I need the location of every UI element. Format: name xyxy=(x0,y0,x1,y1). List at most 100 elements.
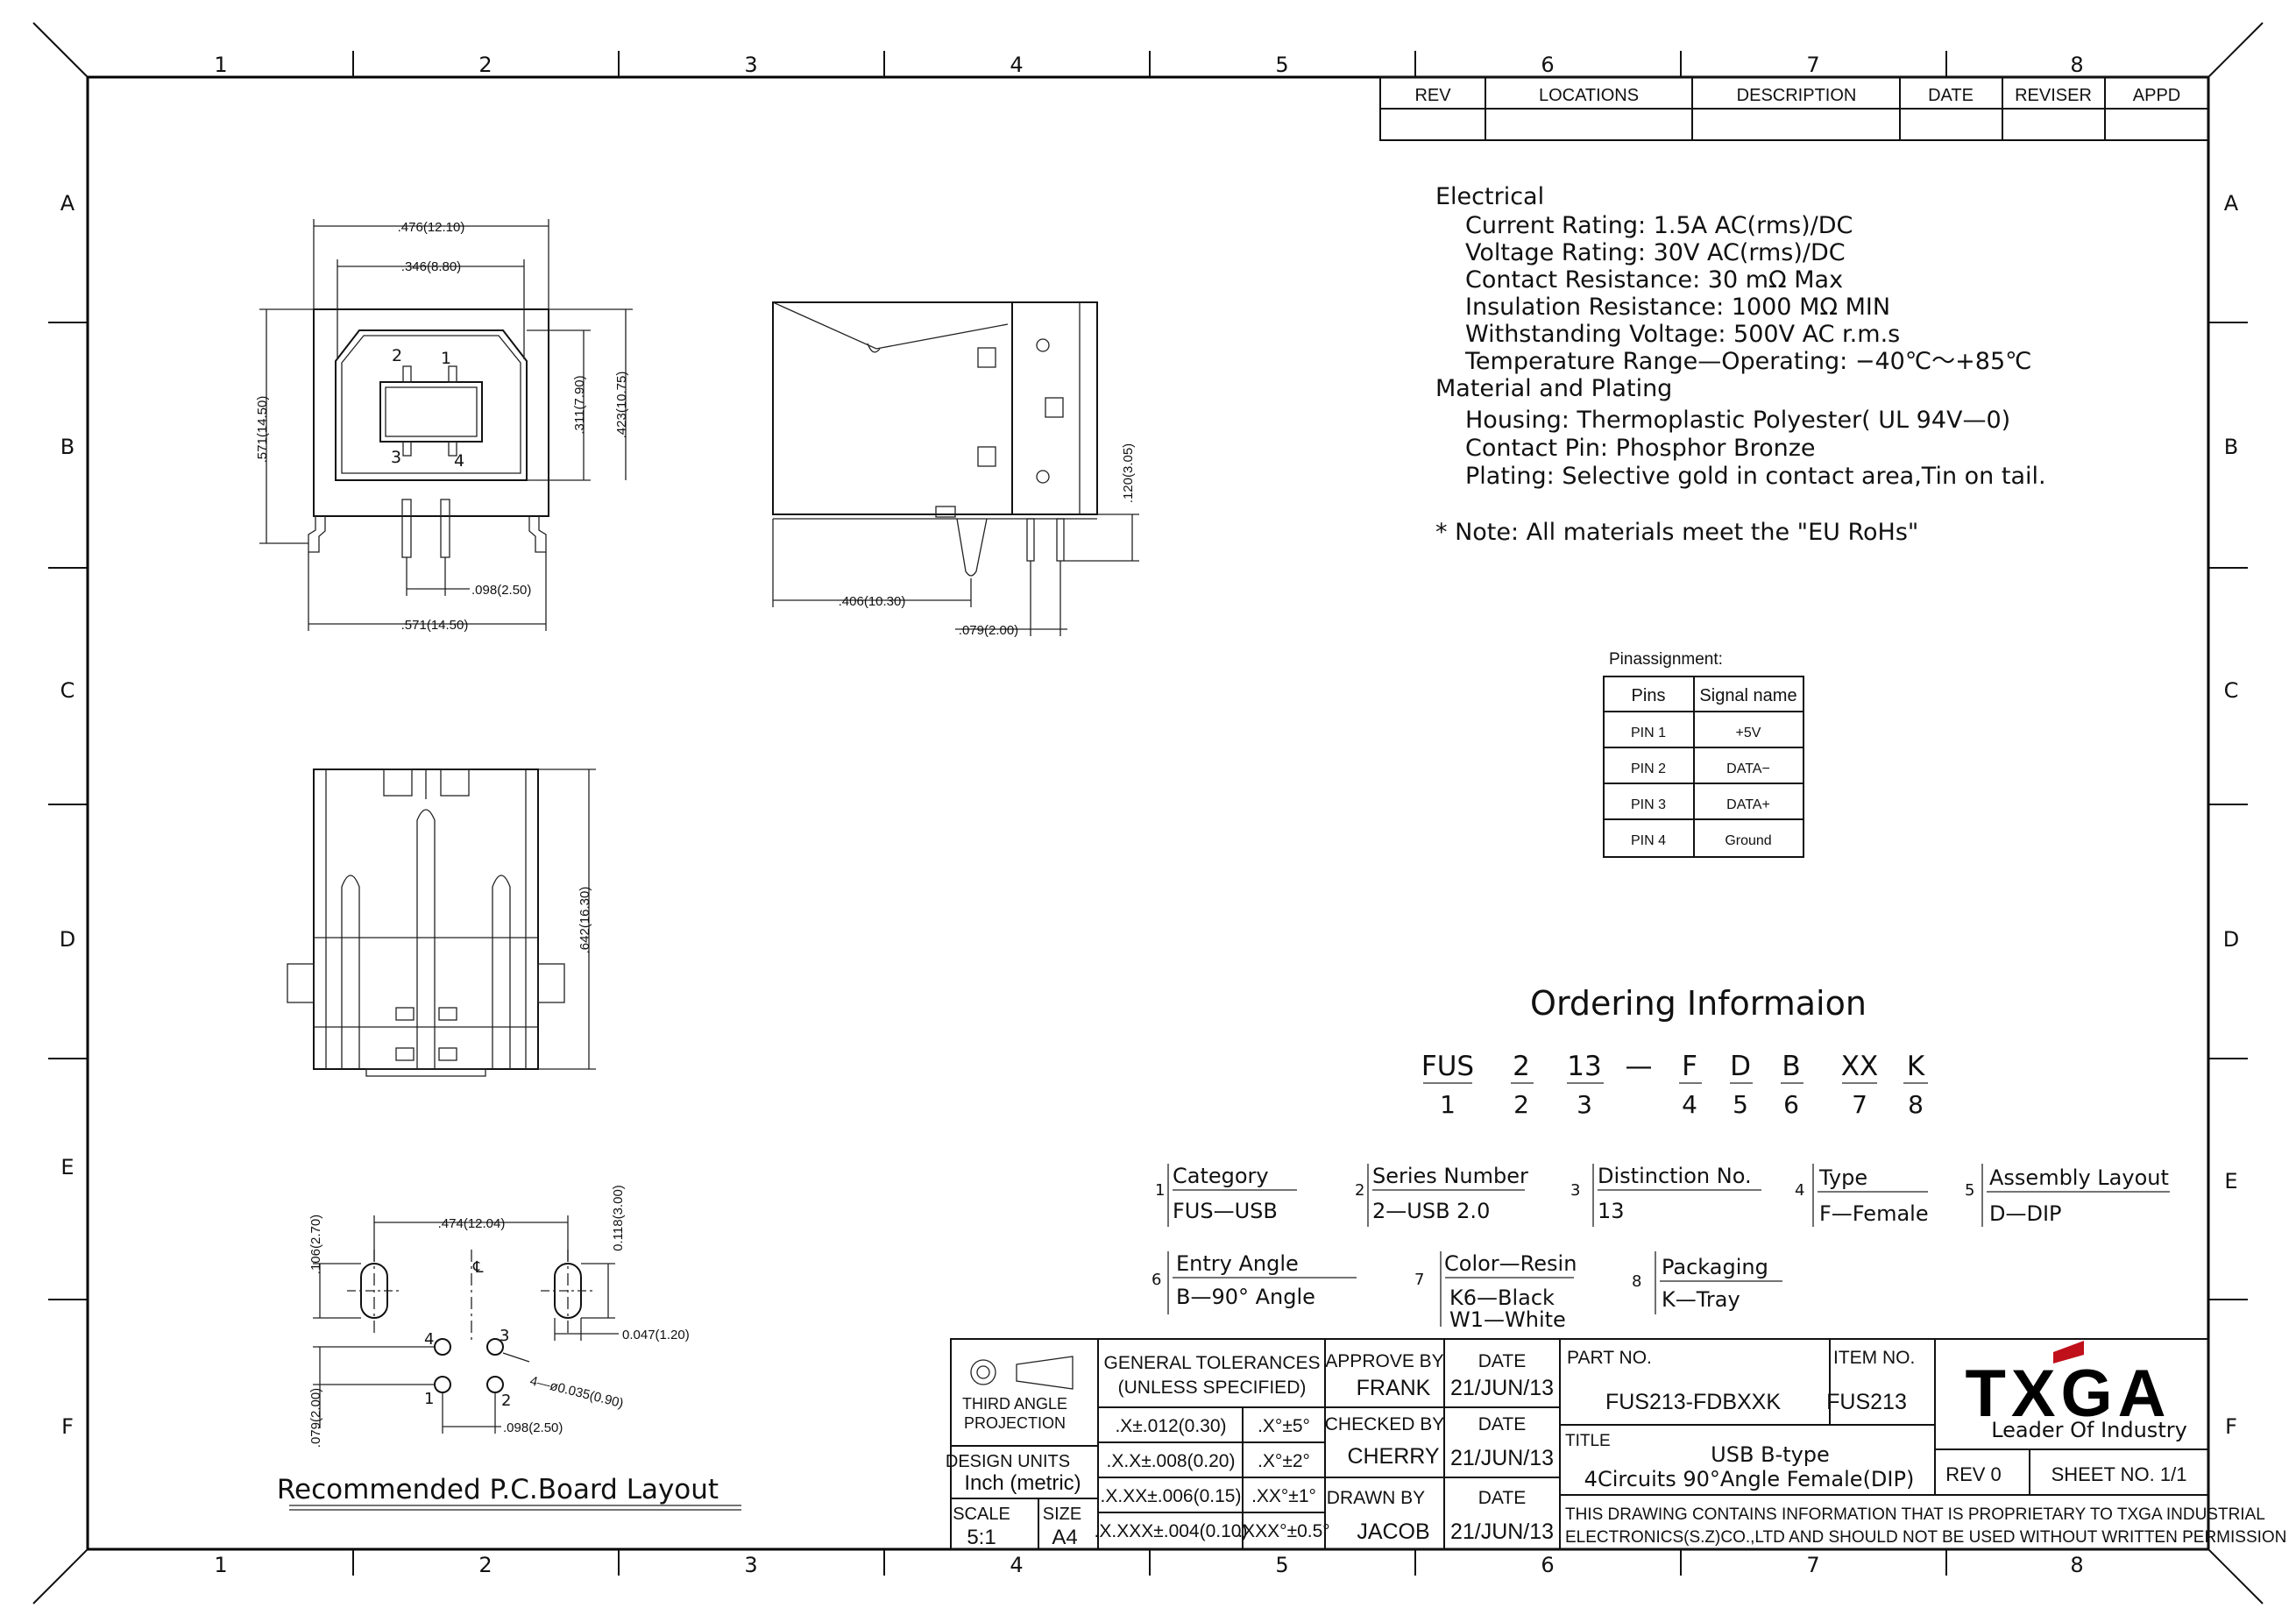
field-label: Series Number xyxy=(1372,1164,1528,1188)
row-label-right: A xyxy=(2224,191,2239,216)
dim-pcb-pitch: .098(2.50) xyxy=(503,1420,563,1435)
col-label-top: 8 xyxy=(2070,53,2083,77)
dim-front-height: .642(16.30) xyxy=(578,887,592,954)
pcb-centerline-mark: ℄ xyxy=(472,1258,484,1277)
tolerance-title: (UNLESS SPECIFIED) xyxy=(1118,1378,1307,1398)
field-num: 8 xyxy=(1632,1272,1641,1291)
spec-line: Temperature Range—Operating: −40℃〜+85℃ xyxy=(1464,348,2031,375)
order-code: FUS xyxy=(1421,1051,1474,1082)
size-value: A4 xyxy=(1052,1526,1077,1549)
proprietary-notice: ELECTRONICS(S.Z)CO.,LTD AND SHOULD NOT B… xyxy=(1565,1528,2286,1547)
title-label: TITLE xyxy=(1565,1432,1611,1450)
field-num: 4 xyxy=(1795,1181,1804,1200)
col-label-bottom: 7 xyxy=(1806,1553,1819,1577)
order-code: 2 xyxy=(1513,1051,1530,1082)
field-label: Packaging xyxy=(1662,1255,1768,1279)
col-label-top: 3 xyxy=(744,53,757,77)
tolerance-linear: .X±.012(0.30) xyxy=(1115,1416,1226,1436)
locations-header: LOCATIONS xyxy=(1539,86,1639,105)
pin-cell: PIN 1 xyxy=(1631,726,1666,740)
field-label: Assembly Layout xyxy=(1989,1165,2169,1190)
tolerance-angle: .XX°±1° xyxy=(1251,1486,1316,1506)
title-block: THIRD ANGLE PROJECTION DESIGN UNITS Inch… xyxy=(946,1338,2286,1550)
date-label: DATE xyxy=(1478,1488,1526,1508)
order-code: XX xyxy=(1841,1051,1878,1082)
size-label: SIZE xyxy=(1043,1505,1081,1524)
design-units-value: Inch (metric) xyxy=(964,1471,1081,1495)
pin-cell: PIN 4 xyxy=(1631,833,1666,848)
rohs-note: * Note: All materials meet the "EU RoHs" xyxy=(1435,519,1918,546)
material-title: Material and Plating xyxy=(1435,375,1672,402)
dim-pcb-slot: 0.047(1.20) xyxy=(622,1328,690,1342)
pcb-pin-label: 4 xyxy=(424,1330,434,1349)
order-index: 6 xyxy=(1783,1090,1799,1119)
proprietary-notice: THIS DRAWING CONTAINS INFORMATION THAT I… xyxy=(1565,1505,2265,1524)
pin-label: 1 xyxy=(441,349,451,368)
dim-right-inner: .311(7.90) xyxy=(572,375,587,434)
col-label-top: 4 xyxy=(1010,53,1023,77)
order-code: B xyxy=(1782,1051,1800,1082)
order-code: — xyxy=(1626,1051,1653,1082)
drawn-name: JACOB xyxy=(1357,1519,1429,1544)
field-num: 6 xyxy=(1152,1271,1161,1289)
drawing-subtitle: 4Circuits 90°Angle Female(DIP) xyxy=(1584,1467,1915,1491)
tolerance-linear: .X.X±.008(0.20) xyxy=(1107,1451,1236,1471)
design-units-label: DESIGN UNITS xyxy=(946,1452,1070,1471)
row-label-right: C xyxy=(2224,678,2239,703)
row-label-left: A xyxy=(60,191,75,216)
bottom-view: .642(16.30) xyxy=(287,769,596,1077)
spec-line: Withstanding Voltage: 500V AC r.m.s xyxy=(1465,321,1900,348)
pcb-layout: ℄ 4 3 1 2 .474(12.04) .106(2.70) 0.118(3… xyxy=(277,1185,741,1511)
dim-top-inner: .346(8.80) xyxy=(401,259,461,274)
pin-label: 3 xyxy=(391,448,401,467)
col-label-top: 7 xyxy=(1806,53,1819,77)
col-label-bottom: 5 xyxy=(1275,1553,1288,1577)
spec-line: Housing: Thermoplastic Polyester( UL 94V… xyxy=(1465,407,2010,434)
order-index: 1 xyxy=(1440,1090,1456,1119)
date-label: DATE xyxy=(1478,1414,1526,1434)
row-labels: A B C D E F A B C D E F xyxy=(60,191,2239,1439)
dim-pcb-width: .474(12.04) xyxy=(438,1216,506,1231)
dim-top-outer: .476(12.10) xyxy=(398,220,465,235)
field-num: 3 xyxy=(1570,1181,1580,1200)
pin-assignment-title: Pinassignment: xyxy=(1609,650,1723,669)
dim-pin-pitch: .098(2.50) xyxy=(471,583,531,598)
tolerance-linear: .X.XXX±.004(0.10) xyxy=(1095,1521,1248,1541)
tolerance-angle: .X°±2° xyxy=(1258,1451,1310,1471)
field-value: D—DIP xyxy=(1989,1201,2062,1226)
tolerance-angle: .X°±5° xyxy=(1258,1416,1310,1436)
electrical-title: Electrical xyxy=(1435,183,1544,210)
col-label-bottom: 2 xyxy=(478,1553,492,1577)
ordering-title: Ordering Informaion xyxy=(1530,984,1867,1023)
front-view: 2 1 3 4 .476(12.10) .346(8.80) .571(14.5… xyxy=(255,219,633,633)
field-label: Distinction No. xyxy=(1598,1164,1752,1188)
grid-ticks xyxy=(48,51,2248,1576)
col-label-top: 1 xyxy=(214,53,227,77)
projection-label: PROJECTION xyxy=(964,1414,1066,1432)
checked-name: CHERRY xyxy=(1347,1444,1439,1469)
row-label-right: F xyxy=(2225,1414,2237,1439)
order-index: 8 xyxy=(1908,1090,1924,1119)
logo-accent-icon xyxy=(2053,1341,2084,1363)
col-label-top: 2 xyxy=(478,53,492,77)
field-num: 5 xyxy=(1965,1181,1974,1200)
dim-side-height: .120(3.05) xyxy=(1121,443,1136,503)
field-value: F—Female xyxy=(1819,1201,1929,1226)
sheet-value: SHEET NO. 1/1 xyxy=(2052,1463,2187,1485)
spec-line: Contact Pin: Phosphor Bronze xyxy=(1465,435,1816,462)
spec-line: Contact Resistance: 30 mΩ Max xyxy=(1465,266,1843,294)
tolerance-title: GENERAL TOLERANCES xyxy=(1103,1353,1320,1373)
field-label: Entry Angle xyxy=(1176,1251,1299,1276)
field-label: Category xyxy=(1173,1164,1269,1188)
dim-bottom-width: .571(14.50) xyxy=(401,618,469,633)
txga-logo-text: TXGA xyxy=(1965,1356,2171,1431)
row-label-left: B xyxy=(60,435,74,459)
tolerance-linear: .X.XX±.006(0.15) xyxy=(1101,1486,1242,1506)
reviser-header: REVISER xyxy=(2015,86,2092,105)
date-value: 21/JUN/13 xyxy=(1450,1519,1554,1544)
appd-header: APPD xyxy=(2133,86,2180,105)
specifications: Electrical Current Rating: 1.5A AC(rms)/… xyxy=(1435,183,2046,546)
rev-header: REV xyxy=(1414,86,1451,105)
field-value: K—Tray xyxy=(1662,1287,1740,1312)
